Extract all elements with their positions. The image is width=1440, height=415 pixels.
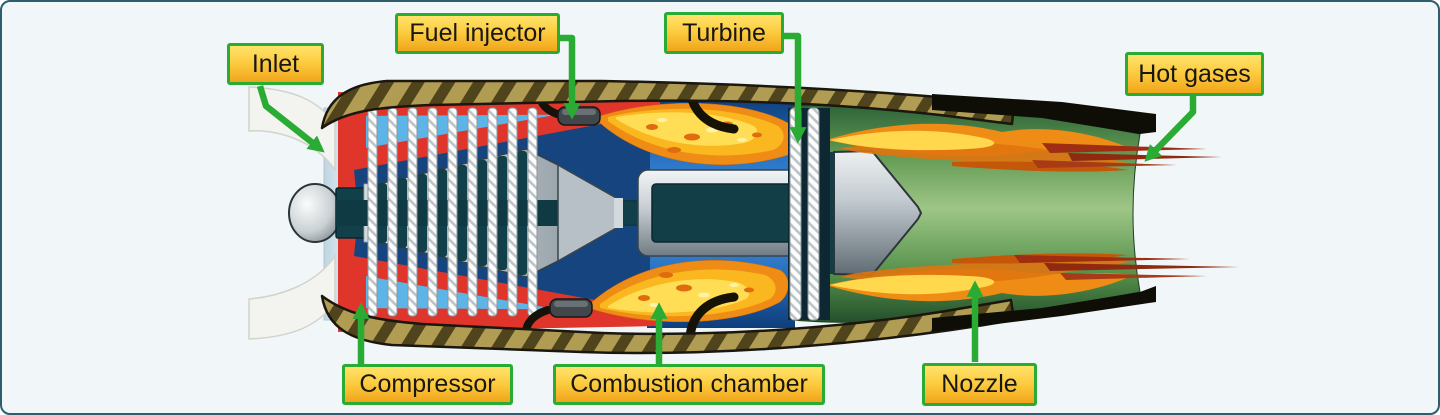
turbine-blades [788,107,830,321]
label-nozzle: Nozzle [922,363,1037,406]
label-combustion-chamber: Combustion chamber [553,364,825,405]
nozzle-rim-top [932,94,1156,134]
exhaust-cone [833,149,923,277]
nozzle-rim-bottom [932,286,1156,332]
hot-gases-arrow [1144,96,1197,162]
turbine-arrow [783,32,807,144]
compressor-blades [367,107,538,317]
label-fuel-injector: Fuel injector [395,13,560,54]
fuel-injector-arrow [559,34,581,120]
label-hot-gases: Hot gases [1125,52,1264,96]
spinner-dome [288,183,342,243]
casing-step-bottom [685,292,739,342]
inlet-arrow [256,85,325,153]
hot-gas-streaks [1014,143,1239,280]
label-turbine: Turbine [664,12,784,54]
label-compressor: Compressor [342,364,513,405]
label-inlet: Inlet [227,43,324,85]
combustion-flame-top [599,102,797,165]
